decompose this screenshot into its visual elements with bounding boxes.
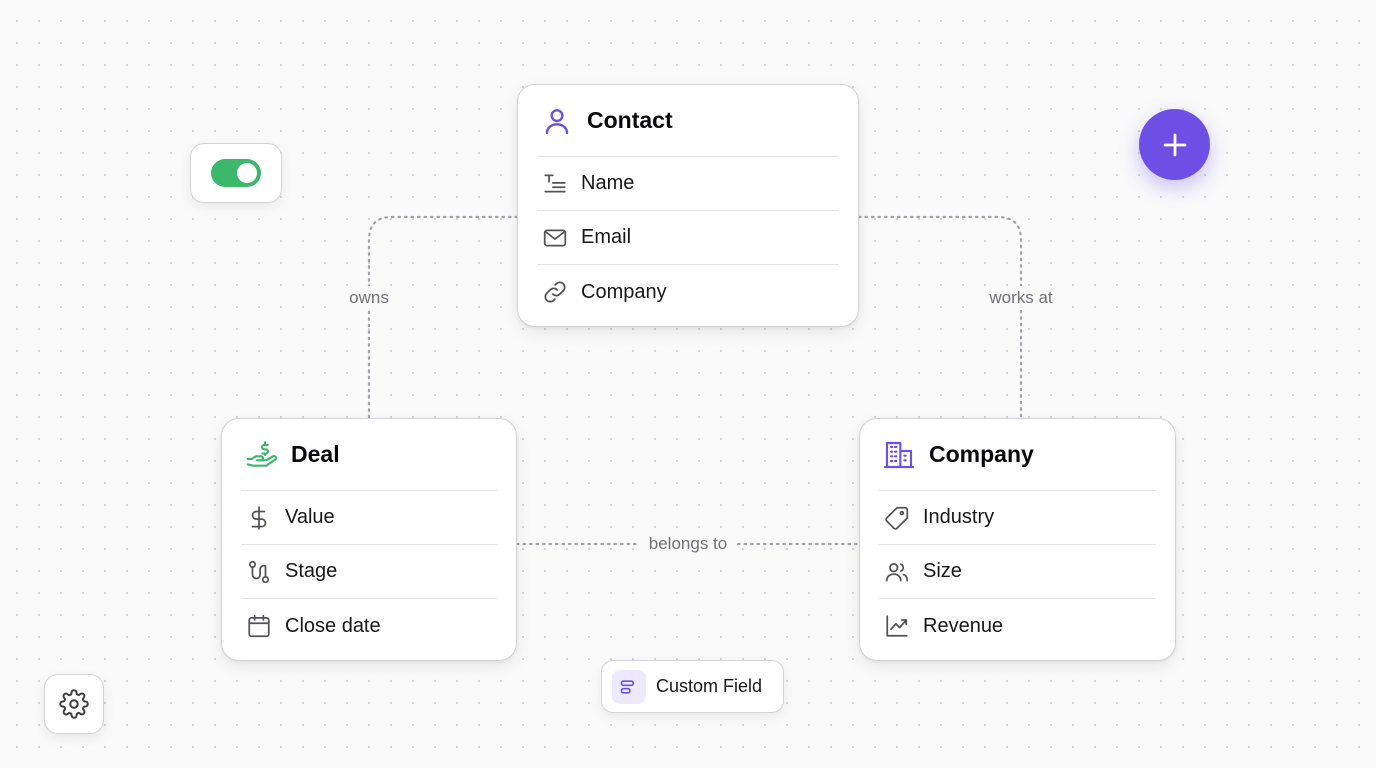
owns-connector (367, 215, 519, 419)
field-label: Revenue (923, 614, 1004, 637)
text-icon (541, 170, 569, 198)
field-label: Close date (285, 614, 381, 637)
company-card-header: Company (879, 419, 1156, 491)
toggle-knob (237, 163, 257, 183)
company-card[interactable]: Company Industry Size Reve (859, 418, 1176, 661)
deal-field-value[interactable]: Value (241, 491, 497, 545)
custom-field-icon (612, 669, 646, 704)
custom-field-label: Custom Field (656, 676, 763, 696)
building-icon (883, 439, 915, 471)
field-label: Company (581, 280, 667, 303)
owns-label: owns (343, 286, 395, 310)
contact-field-name[interactable]: Name (537, 157, 839, 211)
field-label: Size (923, 560, 962, 582)
custom-field-button[interactable]: Custom Field (601, 660, 784, 713)
deal-field-stage[interactable]: Stage (241, 545, 497, 599)
dollar-icon (245, 504, 273, 532)
works-at-label: works at (983, 286, 1059, 310)
deal-title: Deal (291, 441, 340, 467)
company-title: Company (929, 441, 1034, 467)
contact-field-email[interactable]: Email (537, 211, 839, 265)
field-label: Value (285, 506, 335, 528)
contact-title: Contact (587, 107, 673, 133)
hand-dollar-icon (245, 439, 277, 471)
deal-card-header: Deal (241, 419, 497, 491)
toggle-control[interactable] (190, 143, 282, 203)
contact-field-company[interactable]: Company (537, 265, 839, 319)
tag-icon (883, 504, 911, 532)
contact-card-header: Contact (537, 85, 839, 157)
toggle-switch[interactable] (211, 159, 261, 187)
trending-up-icon (883, 612, 911, 640)
settings-button[interactable] (44, 674, 104, 734)
field-label: Email (581, 226, 632, 248)
users-icon (883, 558, 911, 586)
add-button[interactable] (1139, 109, 1210, 180)
link-icon (541, 278, 569, 306)
mail-icon (541, 224, 569, 252)
deal-card[interactable]: Deal Value Stage Close date (221, 418, 517, 661)
works-at-connector (857, 215, 1023, 419)
field-label: Name (581, 172, 635, 194)
field-label: Industry (923, 506, 995, 528)
company-field-revenue[interactable]: Revenue (879, 599, 1156, 653)
contact-card[interactable]: Contact Name Email Company (517, 84, 859, 327)
belongs-to-label: belongs to (638, 532, 738, 556)
company-field-industry[interactable]: Industry (879, 491, 1156, 545)
deal-field-close-date[interactable]: Close date (241, 599, 497, 653)
plus-icon (1160, 130, 1190, 160)
route-icon (245, 558, 273, 586)
gear-icon (59, 689, 89, 719)
company-field-size[interactable]: Size (879, 545, 1156, 599)
user-icon (541, 105, 573, 137)
calendar-icon (245, 612, 273, 640)
field-label: Stage (285, 560, 338, 582)
